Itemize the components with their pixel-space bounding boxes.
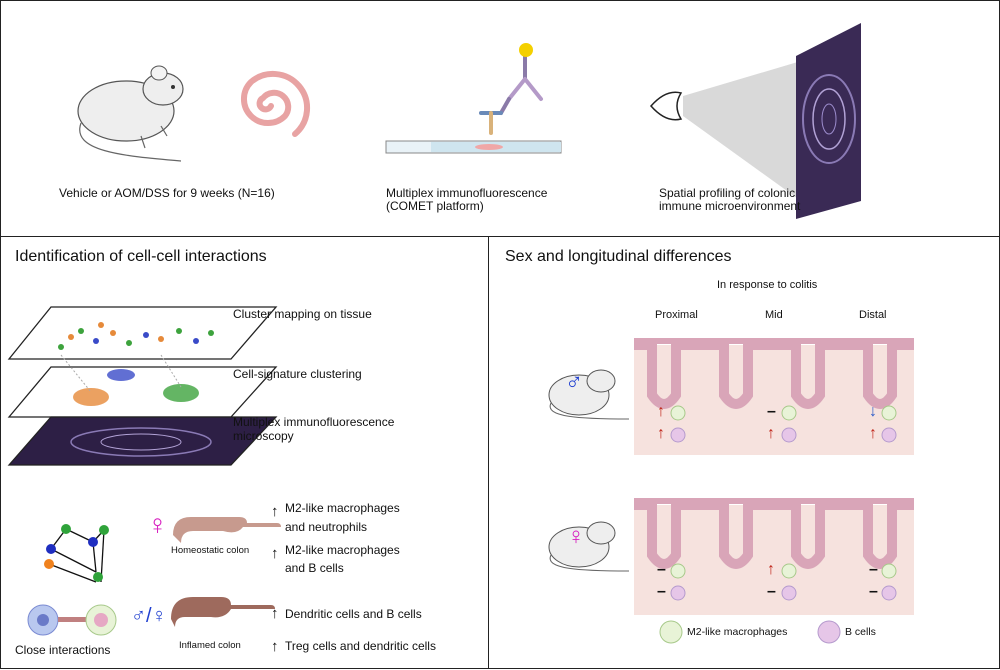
cluster-dots [58,322,214,350]
right-panel: Sex and longitudinal differences In resp… [488,236,1000,669]
region-proximal: Proximal [655,309,698,321]
female-symbol: ♀ [147,509,168,540]
caption-comet: (COMET platform) [386,199,484,213]
layer-label-mapping: Cluster mapping on tissue [233,307,372,321]
female-mid-b: – [767,583,776,600]
antibody-icon [479,43,543,135]
slide-icon [385,140,562,154]
top-panel: Vehicle or AOM/DSS for 9 weeks (N=16) Mu… [0,0,1000,238]
left-panel: Identification of cell-cell interactions [0,236,490,669]
tissue-image [796,23,861,219]
finding-2b: and B cells [285,561,344,575]
finding-4: Treg cells and dendritic cells [285,639,436,653]
close-interactions-label: Close interactions [15,643,111,657]
viewing-beam [683,61,801,201]
male-mid-b: ↑ [767,425,775,442]
male-mid-m2: – [767,403,776,420]
male-proximal-b: ↑ [657,425,665,442]
legend-bcells: B cells [845,626,876,638]
female-proximal-b: – [657,583,666,600]
close-interaction-cells [27,604,117,636]
female-distal-b: – [869,583,878,600]
inflamed-colon-icon [171,597,275,627]
male-distal-b: ↑ [869,425,877,442]
right-panel-title: Sex and longitudinal differences [505,248,732,265]
legend-m2: M2-like macrophages [687,626,788,638]
finding-3: Dendritic cells and B cells [285,607,422,621]
female-proximal-m2: – [657,561,666,578]
finding-arrow-4: ↑ [271,638,279,655]
eye-icon [649,91,683,121]
female-symbol-right: ♀ [567,523,585,550]
female-mid-m2: ↑ [767,561,775,578]
mouse-icon [77,65,184,162]
layer-label-microscopy: microscopy [233,429,294,443]
homeostatic-colon-icon [173,517,281,543]
right-panel-subtitle: In response to colitis [717,279,818,291]
villus-diagrams [548,237,1000,644]
layer-label-clustering: Cell-signature clustering [233,367,362,381]
finding-1b: and neutrophils [285,520,368,534]
caption-multiplex: Multiplex immunofluorescence [386,186,548,200]
female-mouse-icon [548,521,630,572]
male-symbol: ♂ [565,369,583,396]
male-mouse-icon [548,369,630,420]
cell-markers [659,405,897,644]
layer-stack-illustration [7,306,281,636]
caption-treatment: Vehicle or AOM/DSS for 9 weeks (N=16) [59,186,275,200]
colon-inflamed-label: Inflamed colon [179,640,241,651]
region-distal: Distal [859,309,887,321]
female-distal-m2: – [869,561,878,578]
interaction-network [44,524,109,583]
finding-1a: M2-like macrophages [285,501,400,515]
spiral-colon-icon [240,70,311,137]
male-distal-m2: ↓ [869,403,877,420]
left-panel-title: Identification of cell-cell interactions [15,248,267,265]
caption-immune: immune microenvironment [659,199,801,213]
male-proximal-m2: ↑ [657,403,665,420]
layer-label-multiplex: Multiplex immunofluorescence [233,415,395,429]
top-illustrations [77,23,861,219]
finding-arrow-2: ↑ [271,545,279,562]
colon-homeostatic-label: Homeostatic colon [171,545,250,556]
caption-spatial: Spatial profiling of colonic [659,186,796,200]
region-mid: Mid [765,309,783,321]
both-sex-symbol: ♂/♀ [131,605,167,627]
finding-arrow-3: ↑ [271,605,279,622]
finding-2a: M2-like macrophages [285,543,400,557]
finding-arrow-1: ↑ [271,503,279,520]
